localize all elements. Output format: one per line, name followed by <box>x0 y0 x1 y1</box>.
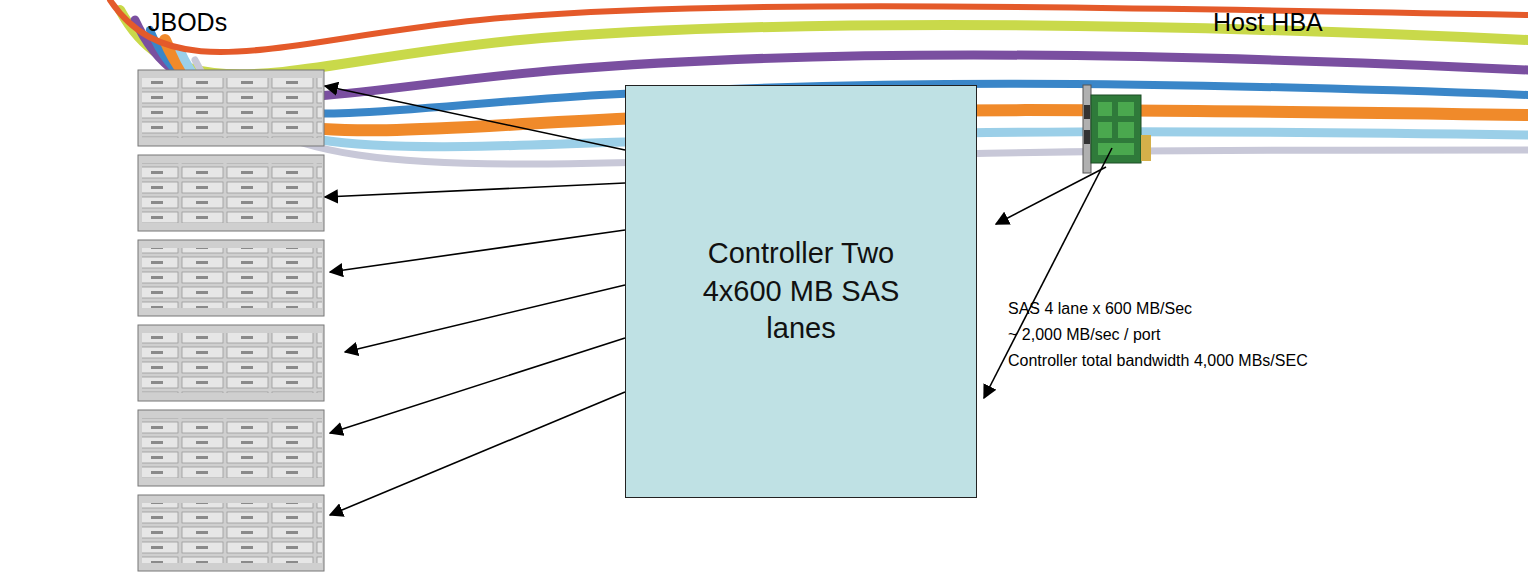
section-heading: Host HBA <box>1213 8 1323 37</box>
jbod-enclosure <box>138 155 324 231</box>
jbod-stack <box>138 70 324 571</box>
hba-card <box>1083 85 1151 173</box>
drive-bays <box>142 248 322 308</box>
leader-arrows <box>325 86 1112 515</box>
jbod-enclosure <box>138 495 324 571</box>
controller-label: Controller Two 4x600 MB SAS lanes <box>696 235 906 348</box>
drive-bays <box>142 333 322 393</box>
jbod-enclosure <box>138 240 324 316</box>
jbod-enclosure <box>138 70 324 146</box>
jbod-enclosure <box>138 410 324 486</box>
drive-bays <box>142 418 322 478</box>
drive-bays <box>142 503 322 563</box>
drive-bays <box>142 78 322 138</box>
section-heading: JBODs <box>148 8 227 37</box>
bandwidth-note: ~ 2,000 MB/sec / port <box>1008 326 1161 344</box>
drive-bays <box>142 163 322 223</box>
bandwidth-note: Controller total bandwidth 4,000 MBs/SEC <box>1008 352 1308 370</box>
jbod-enclosure <box>138 325 324 401</box>
bandwidth-note: SAS 4 lane x 600 MB/Sec <box>1008 300 1192 318</box>
controller-box: Controller Two 4x600 MB SAS lanes <box>625 85 977 498</box>
